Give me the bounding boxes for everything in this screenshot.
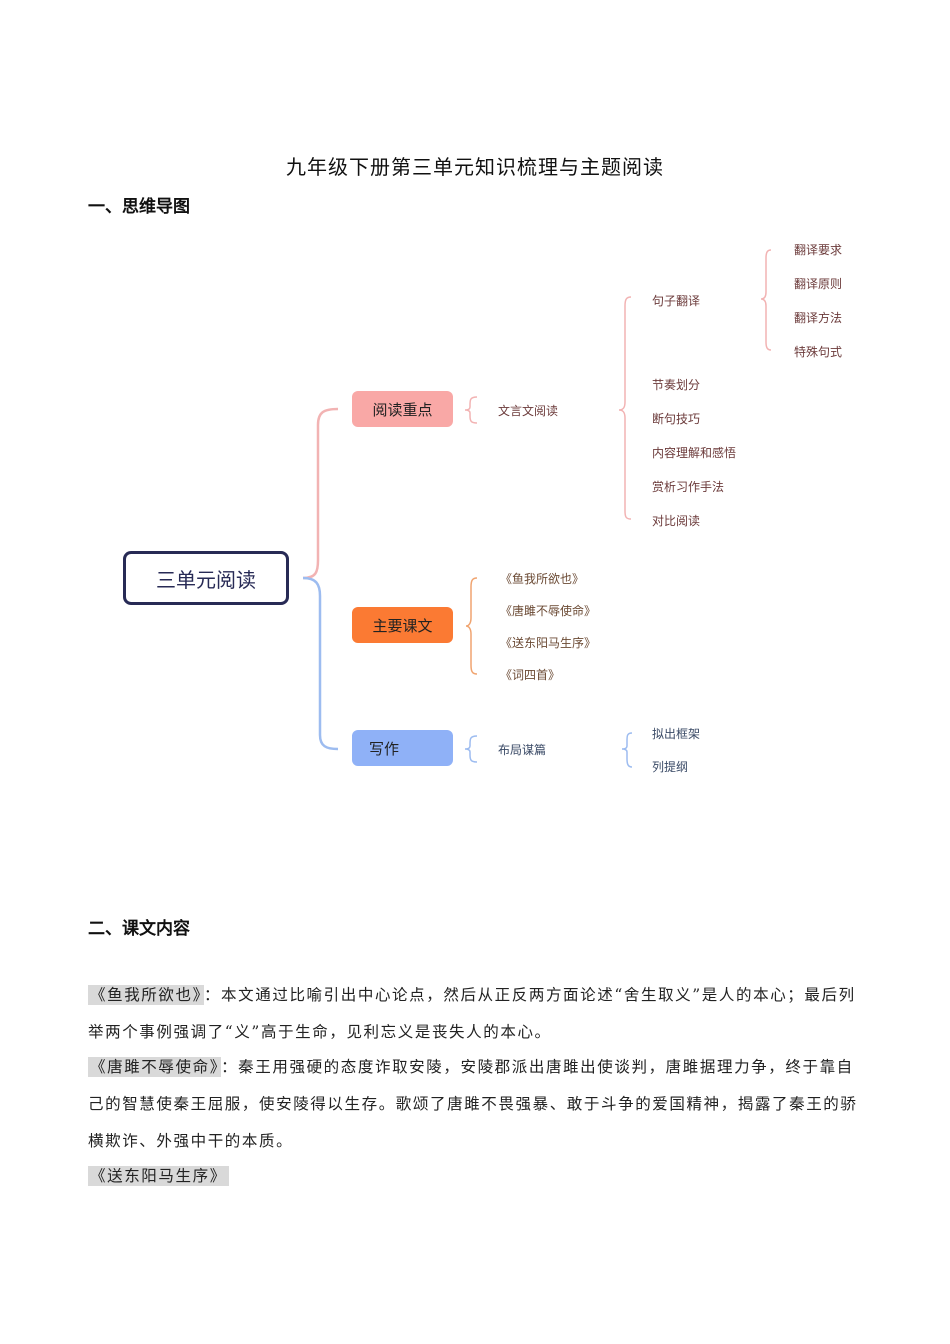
node-translation-requirements: 翻译要求 xyxy=(794,243,843,257)
lesson-title-highlight: 《唐雎不辱使命》 xyxy=(88,1057,222,1077)
lesson-paragraph-3: 《送东阳马生序》 xyxy=(88,1158,863,1195)
node-punctuation-skills: 断句技巧 xyxy=(652,412,701,426)
branch-reading-focus: 阅读重点 xyxy=(352,391,453,427)
node-translation-methods: 翻译方法 xyxy=(794,311,843,325)
mindmap-root-node: 三单元阅读 xyxy=(123,551,289,605)
node-special-sentences: 特殊句式 xyxy=(794,345,843,359)
node-make-outline: 列提纲 xyxy=(652,760,689,774)
lesson-summary: ：本文通过比喻引出中心论点，然后从正反两方面论述“舍生取义”是人的本心；最后列举… xyxy=(88,986,856,1041)
mind-map: 三单元阅读 阅读重点 主要课文 写作 文言文阅读 句子翻译 翻译要求 翻译原则 … xyxy=(123,243,843,774)
branch-writing: 写作 xyxy=(352,730,453,766)
node-classical-chinese-reading: 文言文阅读 xyxy=(498,404,559,418)
mind-map-connectors xyxy=(302,249,772,768)
branch-main-texts: 主要课文 xyxy=(352,607,453,643)
lesson-paragraph-1: 《鱼我所欲也》：本文通过比喻引出中心论点，然后从正反两方面论述“舍生取义”是人的… xyxy=(88,977,863,1051)
node-writing-technique-appreciation: 赏析习作手法 xyxy=(652,480,725,494)
node-content-understanding: 内容理解和感悟 xyxy=(652,446,737,460)
lesson-title-highlight: 《送东阳马生序》 xyxy=(88,1166,229,1186)
section-heading-mindmap: 一、思维导图 xyxy=(88,197,190,217)
node-text-4: 《词四首》 xyxy=(500,668,561,682)
node-draft-framework: 拟出框架 xyxy=(652,727,701,741)
document-title: 九年级下册第三单元知识梳理与主题阅读 xyxy=(286,155,664,179)
lesson-summary: ：秦王用强硬的态度诈取安陵，安陵郡派出唐雎出使谈判，唐雎据理力争，终于靠自己的智… xyxy=(88,1058,858,1150)
node-text-1: 《鱼我所欲也》 xyxy=(500,572,585,586)
node-rhythm-division: 节奏划分 xyxy=(652,378,701,392)
node-sentence-translation: 句子翻译 xyxy=(652,294,701,308)
node-comparative-reading: 对比阅读 xyxy=(652,514,701,528)
node-text-3: 《送东阳马生序》 xyxy=(500,636,597,650)
node-text-2: 《唐雎不辱使命》 xyxy=(500,604,597,618)
section-heading-lesson-content: 二、课文内容 xyxy=(88,919,190,939)
lesson-paragraph-2: 《唐雎不辱使命》：秦王用强硬的态度诈取安陵，安陵郡派出唐雎出使谈判，唐雎据理力争… xyxy=(88,1049,863,1160)
node-translation-principles: 翻译原则 xyxy=(794,277,843,291)
node-layout-planning: 布局谋篇 xyxy=(498,743,547,757)
lesson-title-highlight: 《鱼我所欲也》 xyxy=(88,985,204,1005)
